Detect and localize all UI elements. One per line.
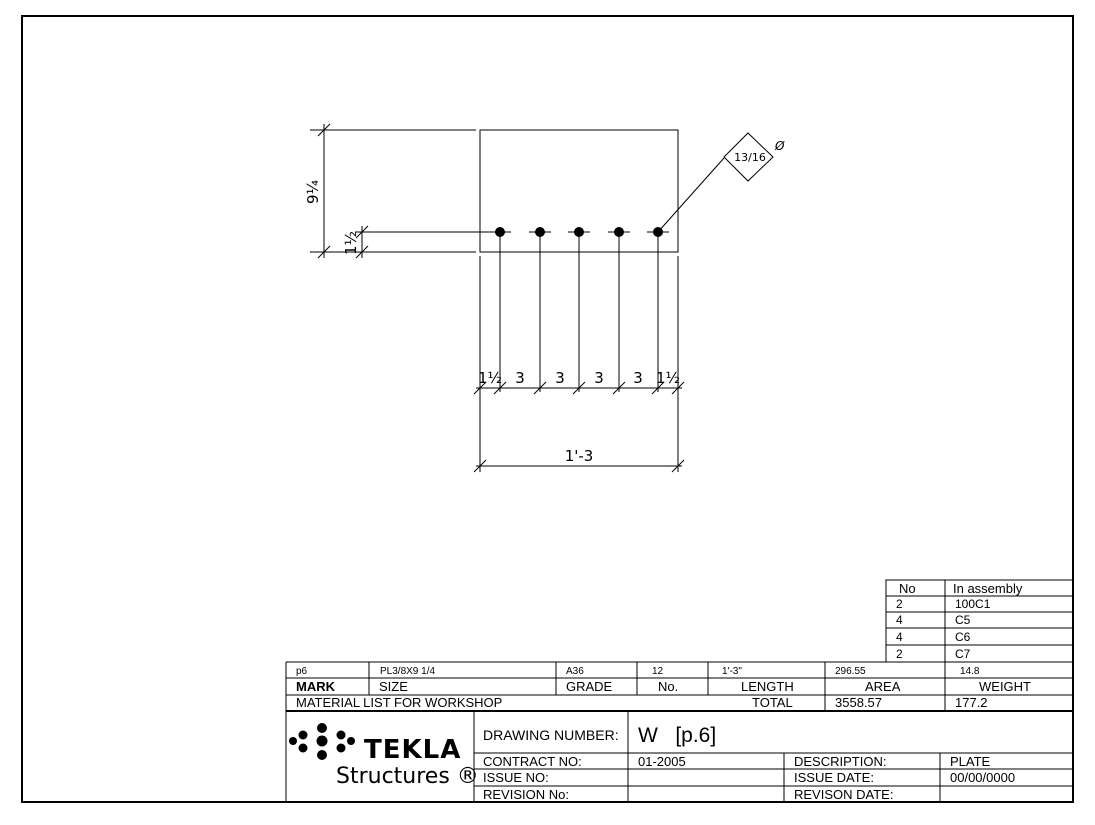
contract-no-label: CONTRACT NO: bbox=[483, 754, 582, 769]
gap-4-text: 3 bbox=[633, 369, 643, 387]
logo-subtitle: Structures ® bbox=[336, 764, 479, 789]
total-label: TOTAL bbox=[752, 695, 793, 710]
weight-header: WEIGHT bbox=[979, 679, 1031, 694]
no-value: 12 bbox=[652, 666, 664, 677]
gap-2-text: 3 bbox=[555, 369, 565, 387]
gap-1-text: 3 bbox=[515, 369, 525, 387]
drawing-number-value: W [p.6] bbox=[638, 724, 716, 747]
sheet-border bbox=[21, 15, 1074, 803]
mark-header: MARK bbox=[296, 679, 336, 694]
grade-value: A36 bbox=[566, 666, 584, 677]
height-dim-text: 9¼ bbox=[304, 180, 322, 205]
no-header: No. bbox=[658, 679, 678, 694]
length-value: 1'-3" bbox=[722, 666, 742, 677]
issue-no-label: ISSUE NO: bbox=[483, 770, 549, 785]
hole-callout bbox=[657, 132, 774, 233]
gap-right-text: 1½ bbox=[656, 369, 680, 387]
bolt-hole bbox=[489, 227, 511, 237]
assembly-header-name: In assembly bbox=[953, 581, 1023, 596]
material-list-grid bbox=[285, 661, 1073, 802]
drawing-number-label: DRAWING NUMBER: bbox=[483, 727, 619, 743]
issue-date-label: ISSUE DATE: bbox=[794, 770, 874, 785]
size-header: SIZE bbox=[379, 679, 408, 694]
extension-lines bbox=[479, 236, 679, 472]
assembly-row-name: C7 bbox=[955, 647, 971, 661]
issue-date-value: 00/00/0000 bbox=[950, 770, 1015, 785]
assembly-row-no: 4 bbox=[896, 630, 903, 644]
assembly-row-no: 2 bbox=[896, 647, 903, 661]
plate-drawing bbox=[310, 123, 774, 473]
overall-dim-text: 1'-3 bbox=[565, 447, 594, 465]
assembly-row-name: C6 bbox=[955, 630, 971, 644]
diameter-symbol: Ø bbox=[774, 139, 785, 153]
bolt-hole bbox=[529, 227, 551, 237]
bolt-holes bbox=[489, 227, 669, 237]
revision-date-label: REVISON DATE: bbox=[794, 787, 893, 802]
bolt-hole bbox=[568, 227, 590, 237]
size-value: PL3/8X9 1/4 bbox=[380, 666, 435, 677]
overall-dimension bbox=[473, 459, 685, 473]
contract-no-value: 01-2005 bbox=[638, 754, 686, 769]
title-block-grid bbox=[286, 710, 1073, 802]
logo-wordmark: TEKLA bbox=[364, 735, 461, 765]
total-area: 3558.57 bbox=[835, 695, 882, 710]
edge-dimension bbox=[355, 225, 497, 259]
edge-dim-text: 1½ bbox=[342, 231, 360, 255]
assembly-row-name: C5 bbox=[955, 613, 971, 627]
length-header: LENGTH bbox=[741, 679, 794, 694]
material-list-title: MATERIAL LIST FOR WORKSHOP bbox=[296, 695, 502, 710]
area-header: AREA bbox=[865, 679, 901, 694]
hole-size-text: 13/16 bbox=[734, 151, 766, 164]
weight-value: 14.8 bbox=[960, 666, 980, 677]
area-value: 296.55 bbox=[835, 666, 866, 677]
description-label: DESCRIPTION: bbox=[794, 754, 886, 769]
gap-left-text: 1½ bbox=[478, 369, 502, 387]
revision-no-label: REVISION No: bbox=[483, 787, 569, 802]
assembly-row-no: 4 bbox=[896, 613, 903, 627]
height-dimension bbox=[310, 123, 476, 259]
gap-3-text: 3 bbox=[594, 369, 604, 387]
assembly-row-name: 100C1 bbox=[955, 597, 991, 611]
total-weight: 177.2 bbox=[955, 695, 988, 710]
tekla-logo-icon bbox=[289, 723, 355, 760]
mark-value: p6 bbox=[296, 666, 308, 677]
assembly-header-no: No bbox=[899, 581, 916, 596]
grade-header: GRADE bbox=[566, 679, 613, 694]
assembly-row-no: 2 bbox=[896, 597, 903, 611]
description-value: PLATE bbox=[950, 754, 991, 769]
bolt-hole bbox=[647, 227, 669, 237]
bolt-hole bbox=[608, 227, 630, 237]
chain-dimension bbox=[473, 381, 685, 395]
